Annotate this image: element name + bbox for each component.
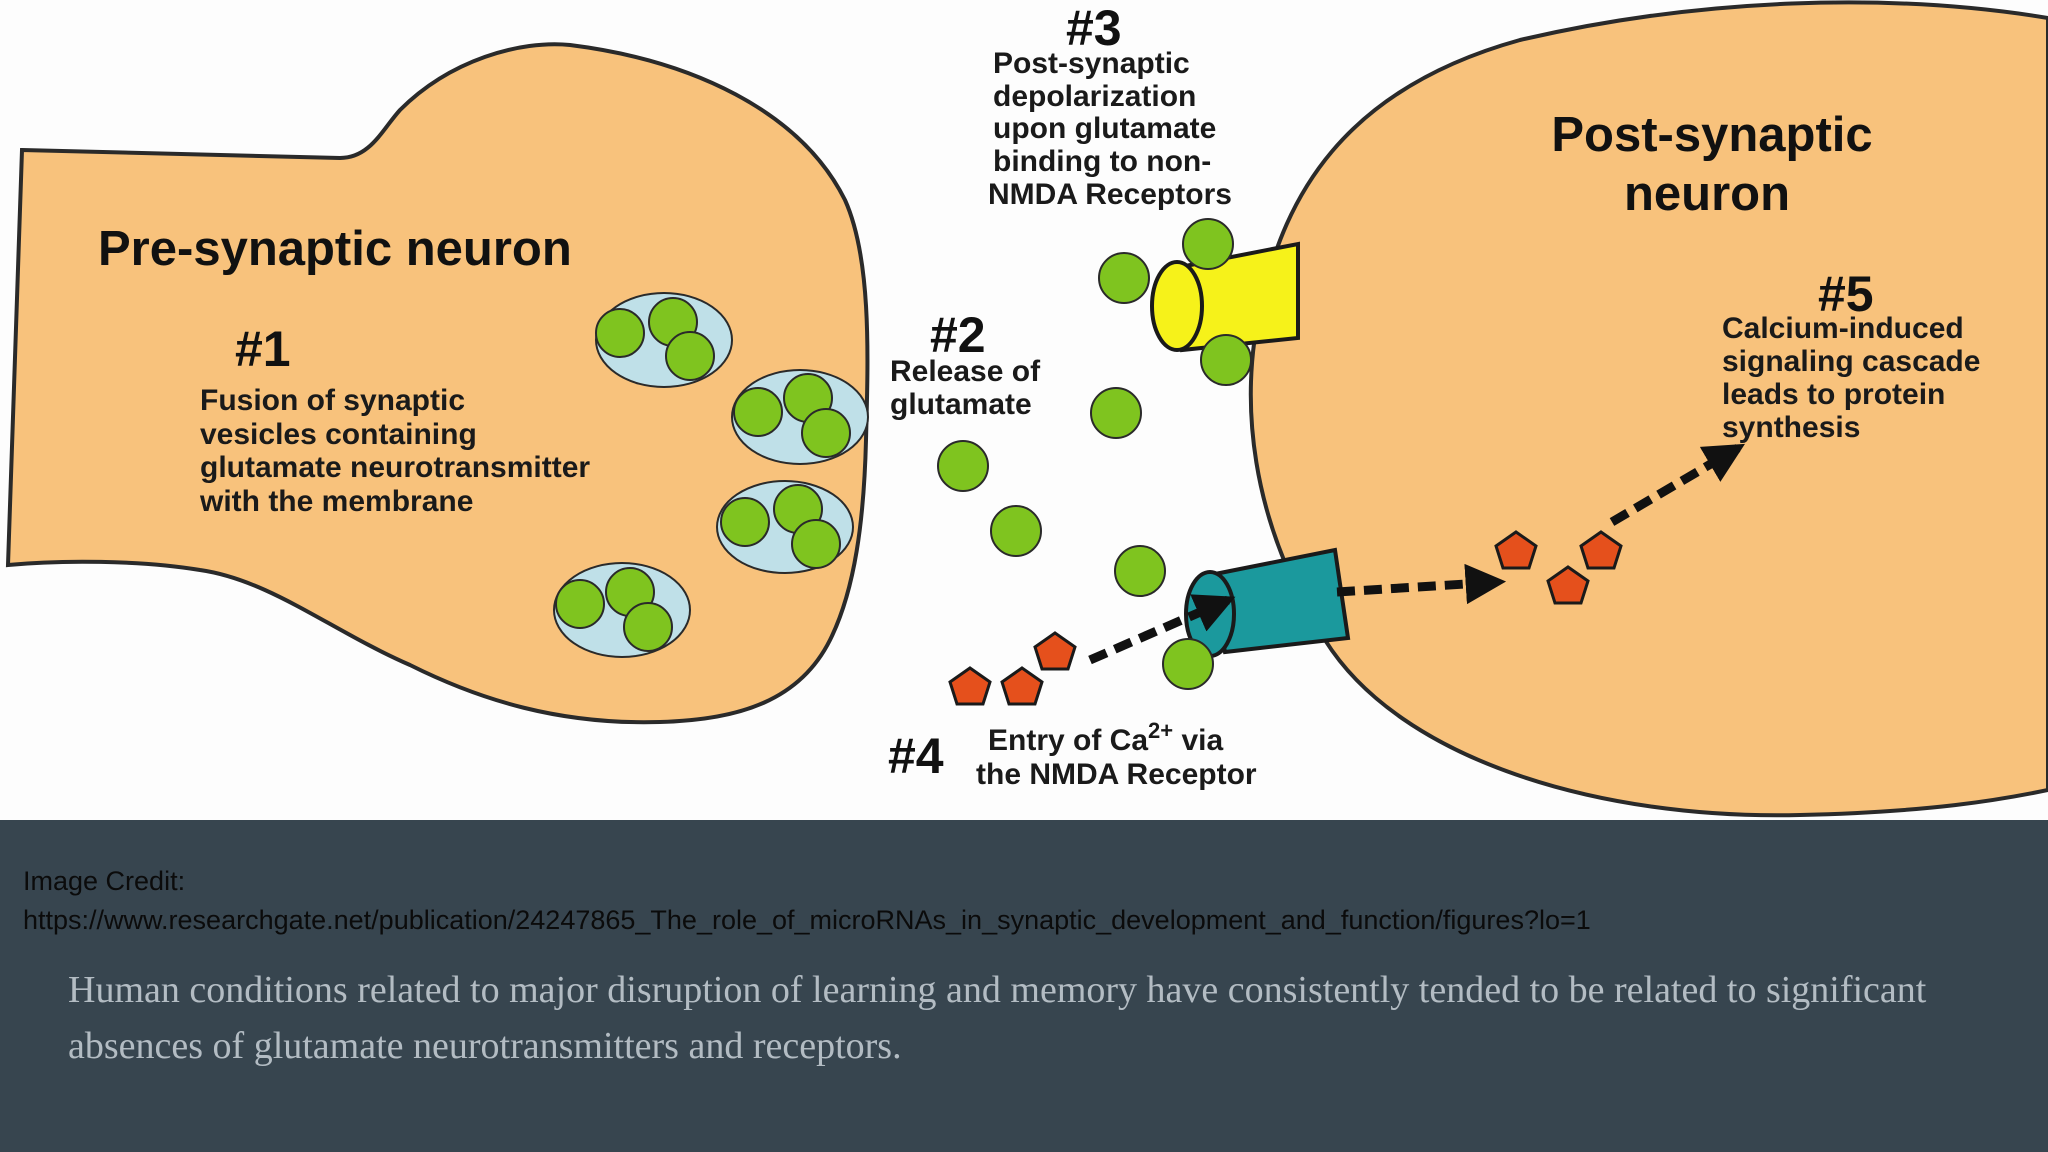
step-5-text-line: Calcium-induced [1722,312,1964,345]
glutamate-molecule [1098,252,1150,304]
step-5-text-line: signaling cascade [1722,345,1980,378]
step-2-text-line: Release of [890,355,1041,388]
calcium-ion [948,666,992,706]
synapse-diagram: Pre-synaptic neuron Post-synaptic neuron… [5,0,2048,818]
image-credit-label: Image Credit: [23,866,186,896]
glutamate-molecule [990,505,1042,557]
presynaptic-neuron-shape [5,42,870,725]
glutamate-molecule [937,440,989,492]
calcium-ion [1579,530,1623,570]
postsynaptic-neuron-label-line1: Post-synaptic [1551,108,1872,162]
step-4-text: Entry of Ca [988,724,1148,757]
step-4-text-line: Entry of Ca2+ via [988,718,1223,757]
signaling-cascade-arrow [1609,443,1745,526]
calcium-entry-arrow [1088,594,1236,665]
glutamate-molecule [1090,387,1142,439]
step-5-number: #5 [1818,266,1874,322]
step-3-number: #3 [1066,0,1122,56]
step-2-number: #2 [930,307,986,363]
step-1-text-line: vesicles containing [200,418,477,451]
step-5-text-line: leads to protein [1722,378,1945,411]
step-3-text-line: upon glutamate [993,112,1216,145]
step-4-number: #4 [888,728,944,784]
postsynaptic-neuron-shape [1248,0,2048,818]
step-3-text-line: binding to non- [993,145,1211,178]
step-3-text-line: Post-synaptic [993,47,1190,80]
nmda-receptor [1184,547,1351,658]
glutamate-molecule [1200,334,1252,386]
glutamate-molecule [1182,218,1234,270]
step-5-text-line: synthesis [1722,411,1860,444]
step-1-text-line: with the membrane [199,485,473,518]
calcium-ion [1494,530,1538,570]
step-2-text-line: glutamate [890,388,1032,421]
glutamate-molecule [1114,545,1166,597]
non-nmda-receptor [1150,241,1300,353]
glutamate-molecule [1162,638,1214,690]
synaptic-vesicle [553,562,691,658]
step-3-text-line: NMDA Receptors [988,178,1232,211]
calcium-ion [1033,631,1077,671]
step-3-text-line: depolarization [993,80,1196,113]
step-4-text-line: the NMDA Receptor [976,758,1257,791]
synaptic-vesicle [731,369,869,465]
step-1-number: #1 [235,321,291,377]
summary-text: Human conditions related to major disrup… [68,969,1927,1067]
synaptic-vesicle [716,480,854,574]
caption-panel [0,820,2048,1152]
image-credit-url[interactable]: https://www.researchgate.net/publication… [23,905,1591,935]
presynaptic-neuron-label: Pre-synaptic neuron [98,222,572,276]
image-credit: Image Credit: https://www.researchgate.n… [23,862,2023,940]
step-1-text-line: Fusion of synaptic [200,384,465,417]
step-4-superscript: 2+ [1148,718,1173,743]
step-4-text-after: via [1173,724,1223,757]
step-1-text-line: glutamate neurotransmitter [200,451,590,484]
synaptic-vesicle [595,292,733,388]
calcium-ion [1546,565,1590,605]
postsynaptic-neuron-label-line2: neuron [1624,167,1790,221]
calcium-ion [1000,666,1044,706]
